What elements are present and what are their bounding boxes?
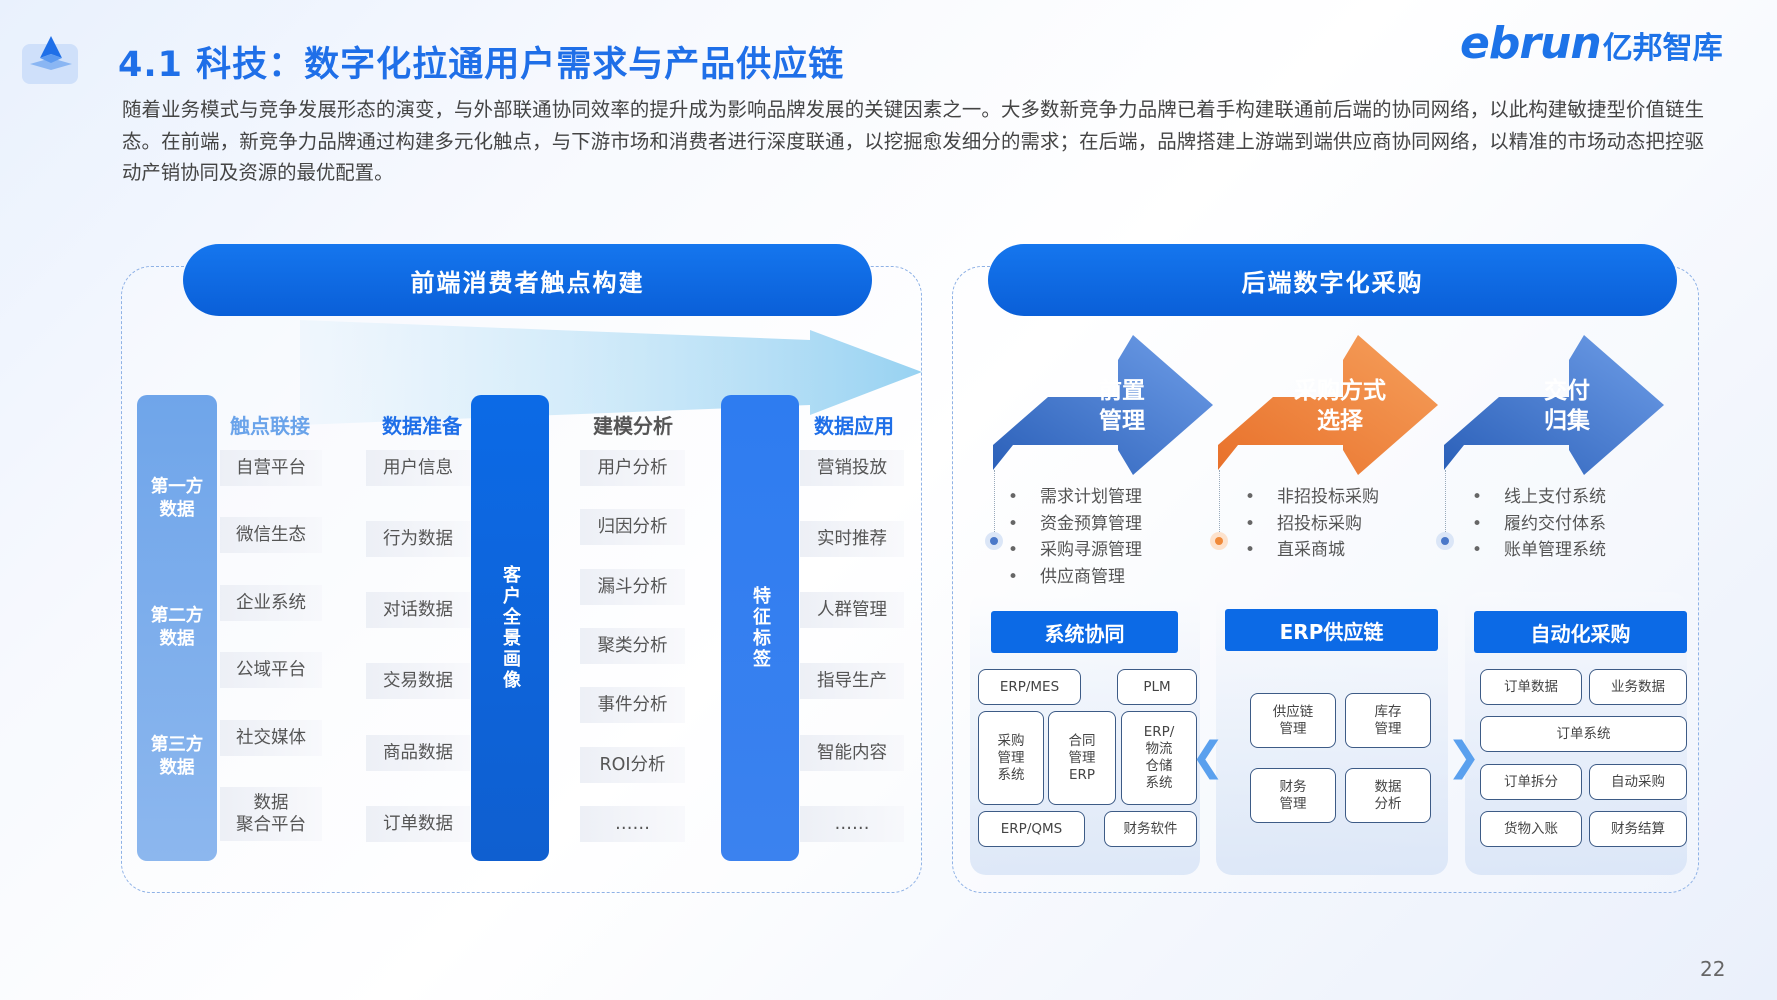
list-item: 履约交付体系	[1468, 511, 1606, 538]
data-prep-cell: 商品数据	[366, 735, 470, 771]
data-source-bar: 第一方 数据 第二方 数据 第三方 数据	[137, 395, 217, 861]
brand-name-cn: 亿邦智库	[1602, 31, 1723, 66]
auto-procure-header: 自动化采购	[1474, 611, 1687, 653]
data-prep-cell: 订单数据	[366, 806, 470, 842]
tag-supply-chain-mgmt: 供应链 管理	[1250, 693, 1336, 748]
tag-order-system: 订单系统	[1480, 716, 1687, 752]
col-title-data-apply: 数据应用	[814, 414, 894, 438]
touchpoint-cell: 微信生态	[220, 517, 322, 553]
page-number: 22	[1700, 957, 1726, 981]
data-apply-cell: 人群管理	[800, 592, 904, 628]
tag-erp-logistics: ERP/ 物流 仓储 系统	[1121, 711, 1197, 805]
data-apply-cell: 营销投放	[800, 450, 904, 486]
brand-name-en: ebrun	[1460, 18, 1602, 69]
modeling-cell: ……	[580, 806, 685, 842]
tag-order-data: 订单数据	[1480, 669, 1582, 705]
frontend-header: 前端消费者触点构建	[183, 244, 872, 316]
modeling-cell: 事件分析	[580, 687, 685, 723]
list-item: 账单管理系统	[1468, 537, 1606, 564]
list-item: 需求计划管理	[1004, 484, 1142, 511]
feature-tags-bar: 特征标签	[721, 395, 799, 861]
list-item: 资金预算管理	[1004, 511, 1142, 538]
procurement-method-list: 非招投标采购 招投标采购 直采商城	[1241, 484, 1379, 564]
touchpoint-cell: 数据 聚合平台	[220, 787, 322, 841]
list-item: 直采商城	[1241, 537, 1379, 564]
modeling-cell: 聚类分析	[580, 628, 685, 664]
modeling-cell: 归因分析	[580, 509, 685, 545]
data-prep-cell: 对话数据	[366, 592, 470, 628]
stage-dot-icon	[985, 532, 1003, 550]
touchpoint-cell: 自营平台	[220, 450, 322, 486]
list-item: 招投标采购	[1241, 511, 1379, 538]
touchpoint-cell: 企业系统	[220, 585, 322, 621]
tag-goods-entry: 货物入账	[1480, 811, 1582, 847]
data-prep-cell: 交易数据	[366, 663, 470, 699]
tag-erp-mes: ERP/MES	[978, 669, 1081, 705]
chevron-left-icon: ❮	[1191, 734, 1225, 780]
stage-arrow-pre-management	[993, 335, 1213, 475]
list-item: 线上支付系统	[1468, 484, 1606, 511]
stage-label-delivery: 交付 归集	[1544, 378, 1590, 434]
stage-connector	[994, 470, 995, 540]
backend-header: 后端数字化采购	[988, 244, 1677, 316]
customer-panorama-bar: 客户全景画像	[471, 395, 549, 861]
report-logo-icon	[22, 36, 78, 84]
tag-contract-erp: 合同 管理 ERP	[1048, 711, 1116, 805]
col-title-touchpoints: 触点联接	[230, 414, 310, 438]
first-party-data-label: 第一方 数据	[150, 477, 204, 521]
stage-arrow-delivery	[1444, 335, 1664, 475]
tag-finance-settle: 财务结算	[1589, 811, 1687, 847]
intro-paragraph: 随着业务模式与竞争发展形态的演变，与外部联通协同效率的提升成为影响品牌发展的关键…	[122, 98, 1704, 184]
col-title-data-prep: 数据准备	[382, 414, 462, 438]
tag-finance-mgmt: 财务 管理	[1250, 768, 1336, 823]
stage-label-pre-management: 前置 管理	[1099, 378, 1145, 434]
modeling-cell: 用户分析	[580, 450, 685, 486]
pre-management-list: 需求计划管理 资金预算管理 采购寻源管理 供应商管理	[1004, 484, 1142, 590]
modeling-cell: ROI分析	[580, 747, 685, 783]
feature-tags-label: 特征标签	[750, 586, 771, 670]
data-prep-cell: 行为数据	[366, 521, 470, 557]
data-prep-cell: 用户信息	[366, 450, 470, 486]
tag-erp-qms: ERP/QMS	[978, 811, 1085, 847]
touchpoint-cell: 公域平台	[220, 652, 322, 688]
stage-label-procurement-method: 采购方式 选择	[1294, 378, 1386, 434]
tag-finance-software: 财务软件	[1104, 811, 1197, 847]
list-item: 采购寻源管理	[1004, 537, 1142, 564]
chevron-right-icon: ❯	[1447, 734, 1481, 780]
stage-arrow-procurement-method	[1218, 335, 1438, 475]
list-item: 供应商管理	[1004, 564, 1142, 591]
data-apply-cell: ……	[800, 806, 904, 842]
tag-inventory-mgmt: 库存 管理	[1345, 693, 1431, 748]
tag-procurement-system: 采购 管理 系统	[978, 711, 1044, 805]
touchpoint-cell: 社交媒体	[220, 720, 322, 756]
delivery-list: 线上支付系统 履约交付体系 账单管理系统	[1468, 484, 1606, 564]
data-apply-cell: 实时推荐	[800, 521, 904, 557]
tag-data-analysis: 数据 分析	[1345, 768, 1431, 823]
stage-connector	[1219, 470, 1220, 540]
stage-dot-icon	[1436, 532, 1454, 550]
list-item: 非招投标采购	[1241, 484, 1379, 511]
system-collab-header: 系统协同	[991, 611, 1178, 653]
brand-logo: ebrun亿邦智库	[1460, 22, 1723, 66]
data-apply-cell: 指导生产	[800, 663, 904, 699]
modeling-cell: 漏斗分析	[580, 569, 685, 605]
stage-dot-icon	[1210, 532, 1228, 550]
col-title-modeling: 建模分析	[593, 414, 673, 438]
second-party-data-label: 第二方 数据	[150, 605, 204, 649]
tag-auto-procure: 自动采购	[1589, 764, 1687, 800]
data-apply-cell: 智能内容	[800, 735, 904, 771]
third-party-data-label: 第三方 数据	[150, 734, 204, 778]
tag-order-split: 订单拆分	[1480, 764, 1582, 800]
tag-plm: PLM	[1117, 669, 1197, 705]
customer-panorama-label: 客户全景画像	[500, 565, 521, 691]
erp-supply-header: ERP供应链	[1225, 609, 1438, 651]
tag-business-data: 业务数据	[1589, 669, 1687, 705]
page-title: 4.1 科技：数字化拉通用户需求与产品供应链	[118, 45, 845, 85]
stage-connector	[1445, 470, 1446, 540]
